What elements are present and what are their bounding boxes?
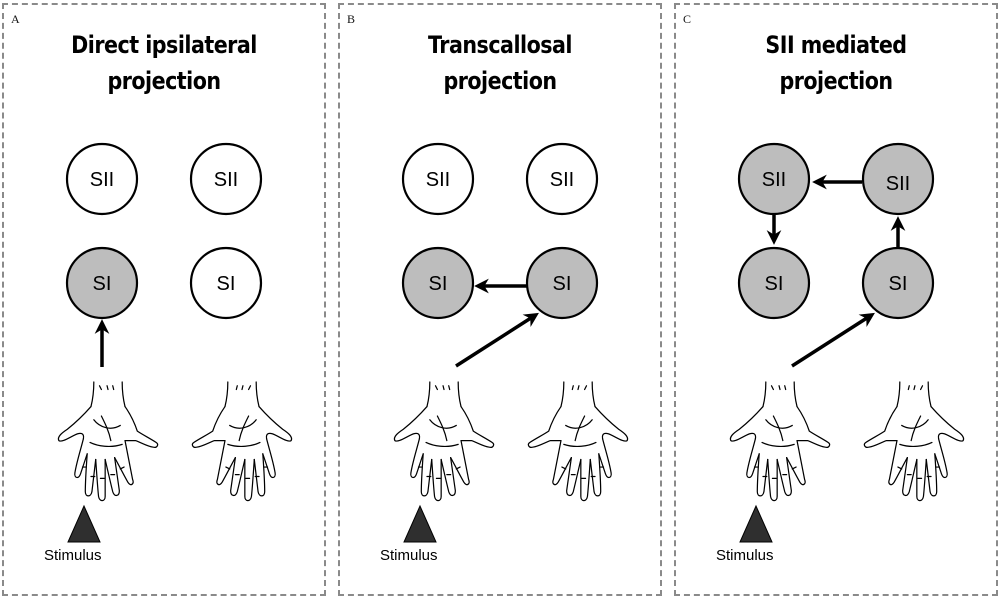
right-hand-icon bbox=[527, 381, 629, 502]
panel-title: Transcallosal projection bbox=[428, 31, 572, 95]
stimulus-label: Stimulus bbox=[380, 547, 438, 564]
node-si-left bbox=[737, 246, 811, 320]
panel-c: C SII mediated projection SII SII SI SI … bbox=[674, 3, 998, 596]
left-hand-icon bbox=[57, 381, 159, 502]
node-sii-right bbox=[525, 142, 599, 216]
panel-a: A Direct ipsilateral projection SII SII … bbox=[2, 3, 326, 596]
projection-arrow bbox=[791, 312, 875, 368]
diagram-scene: SII SII SI SI bbox=[57, 142, 293, 543]
node-label: SII bbox=[426, 169, 450, 191]
node-label: SII bbox=[90, 169, 114, 191]
diagram-scene: SII SII SI SI bbox=[393, 142, 629, 543]
node-label: SII bbox=[214, 169, 238, 191]
stimulus-label: Stimulus bbox=[716, 547, 774, 564]
panel-letter: A bbox=[11, 12, 20, 26]
node-label: SI bbox=[217, 273, 236, 295]
panel-letter: C bbox=[683, 12, 692, 26]
node-si-right bbox=[525, 246, 599, 320]
stimulus-triangle-icon bbox=[403, 504, 437, 543]
node-label: SI bbox=[765, 273, 784, 295]
stimulus-label: Stimulus bbox=[44, 547, 102, 564]
node-si-left bbox=[65, 246, 139, 320]
panel-b: B Transcallosal projection SII SII SI SI… bbox=[338, 3, 662, 596]
node-sii-right bbox=[189, 142, 263, 216]
node-label: SII bbox=[886, 173, 910, 195]
projection-arrow bbox=[455, 312, 539, 368]
node-sii-left bbox=[65, 142, 139, 216]
diagram-scene: SII SII SI SI bbox=[729, 142, 965, 543]
node-label: SII bbox=[762, 169, 786, 191]
left-hand-icon bbox=[729, 381, 831, 502]
node-label: SII bbox=[550, 169, 574, 191]
stimulus-triangle-icon bbox=[67, 504, 101, 543]
node-sii-left bbox=[737, 142, 811, 216]
node-sii-right bbox=[861, 142, 935, 216]
panel-letter: B bbox=[347, 12, 356, 26]
node-label: SI bbox=[93, 273, 112, 295]
panel-title: SII mediated projection bbox=[765, 31, 907, 95]
left-hand-icon bbox=[393, 381, 495, 502]
panel-title: Direct ipsilateral projection bbox=[71, 31, 257, 95]
stimulus-triangle-icon bbox=[739, 504, 773, 543]
right-hand-icon bbox=[191, 381, 293, 502]
node-si-right bbox=[189, 246, 263, 320]
right-hand-icon bbox=[863, 381, 965, 502]
node-si-left bbox=[401, 246, 475, 320]
node-si-right bbox=[861, 246, 935, 320]
node-label: SI bbox=[429, 273, 448, 295]
node-sii-left bbox=[401, 142, 475, 216]
node-label: SI bbox=[553, 273, 572, 295]
node-label: SI bbox=[889, 273, 908, 295]
